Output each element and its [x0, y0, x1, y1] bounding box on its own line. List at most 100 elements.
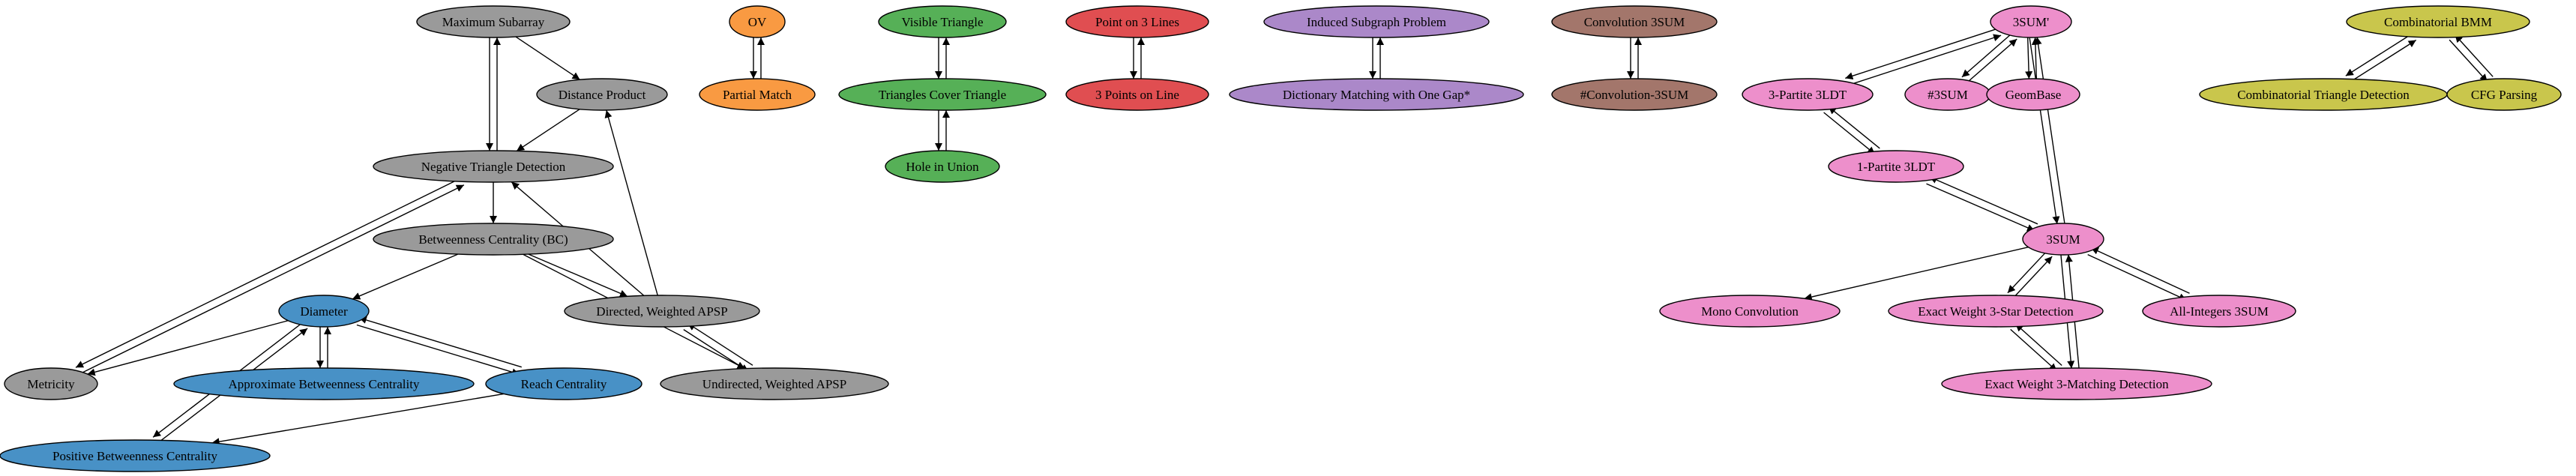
- node-ellipse-undirected-apsp: [660, 367, 889, 400]
- node-geombase: GeomBase: [1986, 78, 2080, 111]
- node-visible-triangle: Visible Triangle: [878, 5, 1007, 38]
- node-ellipse-sharp-conv3sum: [1551, 78, 1718, 111]
- node-pos-bc: Positive Betweenness Centrality: [0, 439, 271, 472]
- edge-matching-to-star: [2014, 323, 2062, 367]
- node-label-star: Exact Weight 3-Star Detection: [1918, 304, 2074, 319]
- node-label-reach: Reach Centrality: [521, 377, 607, 391]
- node-comb-tri: Combinatorial Triangle Detection: [2199, 78, 2448, 111]
- node-ellipse-matching: [1941, 367, 2212, 400]
- node-ellipse-partial-match: [699, 78, 816, 111]
- edge-bc-to-diameter: [352, 253, 459, 300]
- node-ellipse-induced-subgraph: [1263, 5, 1490, 38]
- node-label-distance-product: Distance Product: [559, 88, 646, 102]
- node-dict-matching: Dictionary Matching with One Gap*: [1229, 78, 1524, 111]
- node-partial-match: Partial Match: [699, 78, 816, 111]
- node-label-ov: OV: [748, 15, 767, 29]
- node-sharp3sum: #3SUM: [1904, 78, 1991, 111]
- node-undirected-apsp: Undirected, Weighted APSP: [660, 367, 889, 400]
- node-ellipse-threesum-prime: [1990, 5, 2072, 38]
- node-ellipse-bc: [373, 223, 614, 256]
- edge-comb-tri-to-bmm: [2349, 39, 2417, 83]
- edge-reach-to-pos-bc: [211, 393, 505, 446]
- node-allint: All-Integers 3SUM: [2142, 295, 2296, 328]
- node-ellipse-geombase: [1986, 78, 2080, 111]
- node-label-metricity: Metricity: [27, 377, 75, 391]
- node-label-approx-bc: Approximate Betweenness Centrality: [229, 377, 420, 391]
- node-ellipse-ov: [729, 5, 786, 38]
- node-label-dict-matching: Dictionary Matching with One Gap*: [1283, 88, 1470, 102]
- edge-sharp3sum-to-threesum-prime: [1966, 38, 2017, 83]
- node-point3lines: Point on 3 Lines: [1065, 5, 1209, 38]
- node-label-bc: Betweenness Centrality (BC): [418, 232, 568, 247]
- edge-undirected-apsp-to-directed-apsp: [687, 322, 753, 366]
- edge-threesum-to-threesum-prime: [2034, 37, 2065, 223]
- node-label-point3lines: Point on 3 Lines: [1095, 15, 1179, 29]
- node-ellipse-dict-matching: [1229, 78, 1524, 111]
- edge-threesum-prime-to-geombase: [2025, 37, 2033, 79]
- edge-neg-triangle-to-metricity: [75, 178, 461, 368]
- node-ellipse-onepartite: [1828, 150, 1964, 183]
- node-label-threesum: 3SUM: [2046, 232, 2080, 247]
- edge-threesum-to-mono-conv: [1804, 247, 2029, 301]
- node-label-allint: All-Integers 3SUM: [2170, 304, 2269, 319]
- node-ellipse-neg-triangle: [373, 150, 614, 183]
- node-tripartite: 3-Partite 3LDT: [1742, 78, 1874, 111]
- node-induced-subgraph: Induced Subgraph Problem: [1263, 5, 1490, 38]
- node-ellipse-tripartite: [1742, 78, 1874, 111]
- edge-threesum-prime-to-sharp3sum: [1961, 32, 2013, 78]
- edge-star-to-matching: [2010, 328, 2057, 372]
- node-label-induced-subgraph: Induced Subgraph Problem: [1307, 15, 1446, 29]
- edge-diameter-to-metricity: [87, 320, 289, 376]
- node-label-onepartite: 1-Partite 3LDT: [1857, 160, 1936, 174]
- node-label-bmm: Combinatorial BMM: [2384, 15, 2492, 29]
- node-mono-conv: Mono Convolution: [1659, 295, 1841, 328]
- node-label-directed-apsp: Directed, Weighted APSP: [596, 304, 727, 319]
- node-ellipse-cfg: [2446, 78, 2562, 111]
- node-label-comb-tri: Combinatorial Triangle Detection: [2237, 88, 2410, 102]
- edge-threesum-to-star: [2007, 250, 2047, 294]
- node-ellipse-reach: [485, 367, 643, 400]
- node-ellipse-bmm: [2346, 5, 2530, 38]
- node-label-mono-conv: Mono Convolution: [1701, 304, 1799, 319]
- edge-bmm-to-cfg: [2449, 39, 2488, 82]
- edge-tripartite-to-onepartite: [1823, 112, 1876, 155]
- node-label-partial-match: Partial Match: [723, 88, 792, 102]
- node-distance-product: Distance Product: [536, 78, 668, 111]
- node-hole-union: Hole in Union: [885, 150, 1000, 183]
- node-label-pos-bc: Positive Betweenness Centrality: [52, 449, 218, 463]
- node-label-tripartite: 3-Partite 3LDT: [1769, 88, 1847, 102]
- node-ellipse-allint: [2142, 295, 2296, 328]
- node-ellipse-distance-product: [536, 78, 668, 111]
- node-label-geombase: GeomBase: [2005, 88, 2062, 102]
- edge-geombase-to-threesum-prime: [2031, 37, 2039, 79]
- node-ellipse-star: [1888, 295, 2104, 328]
- node-label-sharp3sum: #3SUM: [1928, 88, 1968, 102]
- edge-directed-apsp-to-distance-product: [604, 109, 658, 296]
- node-label-matching: Exact Weight 3-Matching Detection: [1984, 377, 2169, 391]
- edge-onepartite-to-threesum: [1926, 183, 2035, 232]
- node-sharp-conv3sum: #Convolution-3SUM: [1551, 78, 1718, 111]
- node-label-hole-union: Hole in Union: [906, 160, 979, 174]
- node-ellipse-triangles-cover: [838, 78, 1047, 111]
- node-ellipse-approx-bc: [173, 367, 475, 400]
- node-bc: Betweenness Centrality (BC): [373, 223, 614, 256]
- node-metricity: Metricity: [4, 367, 98, 400]
- edge-tripartite-to-threesum-prime: [1847, 34, 2002, 86]
- node-label-threesum-prime: 3SUM': [2013, 15, 2049, 29]
- edge-threesum-prime-to-tripartite: [1845, 28, 1999, 80]
- node-ov: OV: [729, 5, 786, 38]
- node-label-neg-triangle: Negative Triangle Detection: [421, 160, 566, 174]
- node-ellipse-points3line: [1065, 78, 1209, 111]
- node-cfg: CFG Parsing: [2446, 78, 2562, 111]
- edge-distance-product-to-neg-triangle: [516, 109, 580, 151]
- edge-metricity-to-neg-triangle: [79, 184, 465, 375]
- node-directed-apsp: Directed, Weighted APSP: [564, 295, 760, 328]
- node-ellipse-metricity: [4, 367, 98, 400]
- node-matching: Exact Weight 3-Matching Detection: [1941, 367, 2212, 400]
- node-max-subarray: Maximum Subarray: [416, 5, 571, 38]
- node-conv3sum: Convolution 3SUM: [1551, 5, 1718, 38]
- edge-threesum-to-allint: [2087, 253, 2187, 301]
- node-reach: Reach Centrality: [485, 367, 643, 400]
